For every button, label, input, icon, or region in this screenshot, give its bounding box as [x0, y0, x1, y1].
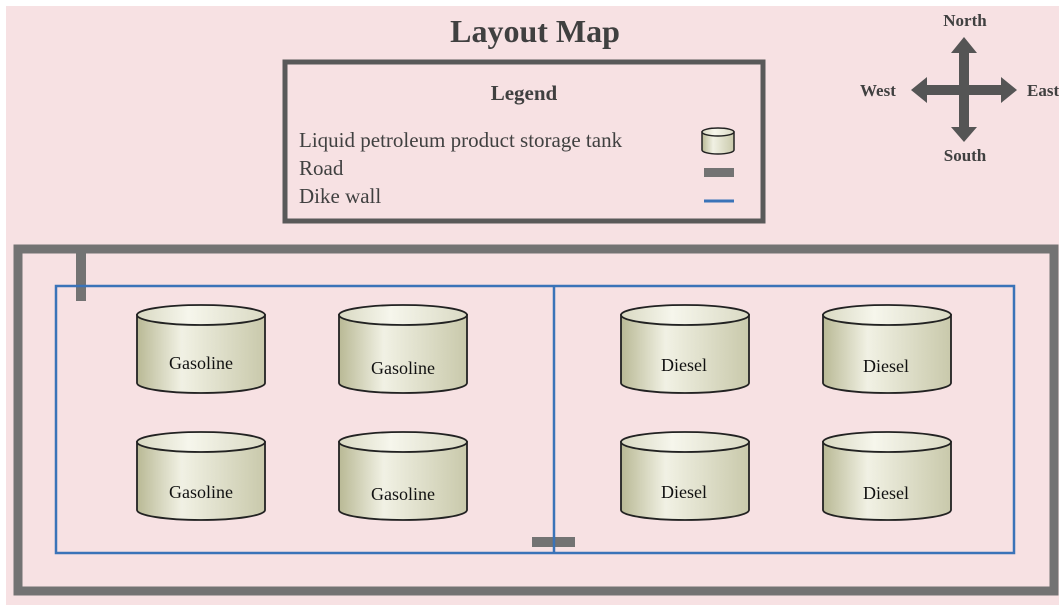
storage-tank: Gasoline	[338, 431, 468, 521]
storage-tank: Gasoline	[136, 304, 266, 394]
legend-title: Legend	[491, 81, 558, 105]
page-title: Layout Map	[450, 13, 620, 49]
dike-wall-enclosure	[54, 284, 1016, 555]
compass: North South West East	[860, 11, 1059, 165]
storage-tank: Diesel	[822, 304, 952, 394]
tank-label: Gasoline	[371, 358, 435, 378]
tank-label: Diesel	[661, 482, 707, 502]
tank-label: Gasoline	[371, 484, 435, 504]
compass-west-label: West	[860, 81, 896, 100]
compass-east-label: East	[1027, 81, 1059, 100]
legend-item-tank-label: Liquid petroleum product storage tank	[299, 128, 623, 152]
storage-tank: Gasoline	[136, 431, 266, 521]
storage-tank: Gasoline	[338, 304, 468, 394]
access-road-north	[76, 253, 86, 301]
storage-tank: Diesel	[620, 304, 750, 394]
compass-arrows-icon	[911, 37, 1017, 142]
tank-label: Diesel	[863, 483, 909, 503]
storage-tank: Diesel	[620, 431, 750, 521]
tank-label: Gasoline	[169, 353, 233, 373]
road-symbol	[704, 168, 734, 177]
tank-group-east: Diesel Diesel Diesel Diesel	[620, 304, 952, 521]
perimeter-road	[13, 244, 1059, 596]
tank-label: Diesel	[661, 355, 707, 375]
legend-item-dike-wall-label: Dike wall	[299, 184, 381, 208]
compass-north-label: North	[943, 11, 987, 30]
storage-tank: Diesel	[822, 431, 952, 521]
legend-frame	[282, 59, 766, 224]
tank-symbol	[701, 127, 735, 155]
compass-south-label: South	[944, 146, 987, 165]
tank-group-west: Gasoline Gasoline Gasoline Gasoline	[136, 304, 468, 521]
legend-item-road-label: Road	[299, 156, 344, 180]
tank-label: Gasoline	[169, 482, 233, 502]
legend: Legend Liquid petroleum product storage …	[282, 59, 766, 224]
tank-label: Diesel	[863, 356, 909, 376]
